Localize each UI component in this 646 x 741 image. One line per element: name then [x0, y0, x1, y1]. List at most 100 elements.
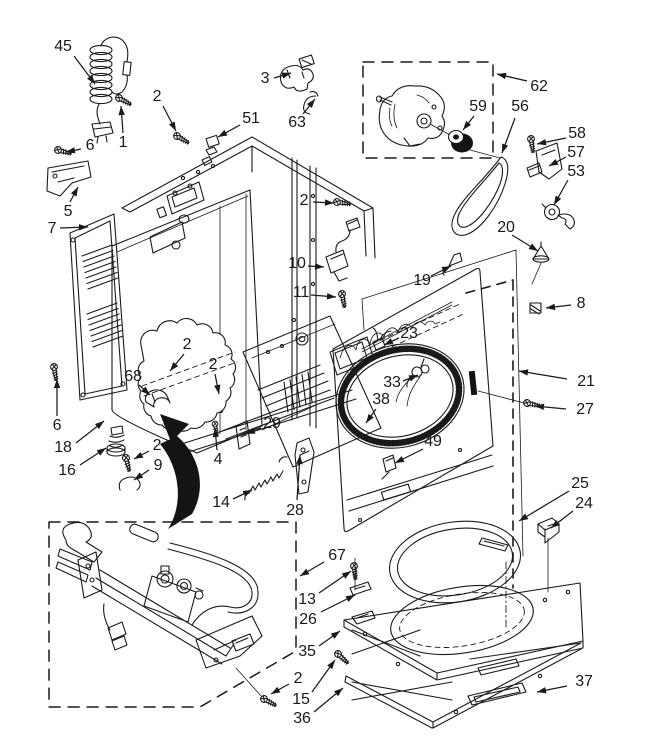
- callout-label: 14: [212, 494, 230, 511]
- callout-label: 8: [576, 295, 586, 312]
- callout-label: 2: [182, 336, 192, 353]
- leader-arrowhead: [169, 121, 176, 131]
- callout-label: 24: [575, 495, 593, 512]
- callout-label: 6: [52, 417, 62, 434]
- leader-arrowhead: [242, 490, 252, 497]
- callout-label: 18: [54, 439, 72, 456]
- leader-arrowhead: [330, 631, 340, 639]
- callout-label: 11: [292, 284, 310, 301]
- leader-arrowhead: [141, 386, 150, 395]
- leveling-foot-icon: [106, 425, 126, 457]
- callout-label: 62: [530, 78, 548, 95]
- callout-label: 10: [288, 255, 306, 272]
- leader-arrowhead: [408, 375, 418, 382]
- callout-label: 19: [413, 272, 431, 289]
- hose-clip-icon: [118, 476, 141, 491]
- callout-label: 4: [213, 451, 223, 468]
- leader-arrowhead: [327, 660, 335, 670]
- callout-label: 2: [293, 670, 303, 687]
- leader-arrowhead: [66, 147, 76, 154]
- callout-label: 37: [575, 673, 593, 690]
- callout-label: 15: [292, 691, 310, 708]
- leader-arrowhead: [528, 243, 538, 251]
- leader-arrowhead: [96, 448, 106, 456]
- door-switch-icon: [325, 217, 361, 282]
- cutaway-cloud: [137, 317, 238, 432]
- callout-label: 29: [263, 415, 281, 432]
- callout-label: 9: [153, 457, 163, 474]
- leader-arrowhead: [497, 72, 507, 80]
- motor-assembly-icon: [362, 61, 501, 159]
- leader-arrowhead: [463, 120, 472, 130]
- leader-arrowhead: [246, 427, 256, 434]
- leader-arrowhead: [537, 687, 547, 694]
- callout-label: 13: [298, 591, 316, 608]
- leader-arrowhead: [118, 106, 125, 116]
- sweep-arrow-icon: [160, 414, 200, 529]
- leader-arrowhead: [271, 686, 281, 694]
- callout-label: 16: [58, 462, 76, 479]
- leader-arrowhead: [345, 595, 355, 602]
- leader-arrowhead: [384, 338, 394, 345]
- callout-label: 38: [372, 391, 390, 408]
- callout-label: 63: [288, 114, 306, 131]
- leader-arrowhead: [395, 456, 405, 463]
- callout-label: 59: [469, 98, 487, 115]
- leader-arrowhead: [519, 369, 529, 376]
- callout-label: 33: [383, 374, 401, 391]
- leader-line: [518, 490, 570, 522]
- leader-arrowhead: [170, 362, 179, 371]
- leader-arrowhead: [134, 472, 144, 480]
- callout-label: 67: [328, 547, 346, 564]
- callout-label: 68: [124, 368, 142, 385]
- leader-arrowhead: [296, 455, 303, 465]
- clip-icon: [529, 302, 542, 315]
- callout-label: 26: [299, 611, 317, 628]
- leader-arrowhead: [314, 263, 324, 270]
- callout-label: 7: [47, 220, 57, 237]
- callout-label: 36: [293, 710, 311, 727]
- leader-arrowhead: [218, 129, 228, 137]
- leader-arrowhead: [300, 568, 310, 576]
- callout-label: 57: [567, 144, 585, 161]
- callout-label: 58: [568, 125, 586, 142]
- leader-arrowhead: [53, 379, 61, 388]
- callout-label: 51: [242, 110, 260, 127]
- callout-label: 2: [208, 356, 218, 373]
- leader-arrowhead: [94, 421, 104, 430]
- leader-arrowhead: [326, 293, 336, 300]
- leader-arrowhead: [537, 139, 547, 146]
- leader-arrowhead: [519, 513, 529, 521]
- callout-label: 2: [152, 88, 162, 105]
- leader-arrowhead: [212, 428, 220, 438]
- burner-assembly-icon: [48, 521, 297, 708]
- leader-arrowhead: [549, 158, 559, 166]
- leader-arrowhead: [70, 187, 78, 197]
- callout-label: 21: [577, 373, 595, 390]
- callout-label: 53: [567, 163, 585, 180]
- leader-arrowhead: [546, 303, 556, 311]
- leader-arrowhead: [87, 74, 95, 84]
- leader-arrowhead: [554, 195, 562, 205]
- wire-icon: [303, 90, 319, 115]
- leader-arrowhead: [535, 403, 545, 411]
- leader-arrowhead: [281, 72, 291, 79]
- callout-label: 5: [63, 203, 73, 220]
- callout-label: 27: [576, 401, 594, 418]
- leader-arrowhead: [441, 266, 451, 273]
- callout-label: 3: [260, 70, 270, 87]
- leader-arrowhead: [502, 143, 509, 153]
- callout-label: 20: [497, 219, 515, 236]
- leader-arrowhead: [214, 384, 221, 394]
- callout-label: 56: [511, 98, 529, 115]
- cord-clip-icon: [205, 134, 220, 156]
- callout-label: 1: [118, 134, 128, 151]
- leader-arrowhead: [134, 451, 144, 459]
- belt-icon: [451, 156, 509, 236]
- leader-arrowhead: [341, 571, 351, 579]
- leader-arrowhead: [78, 224, 88, 231]
- idler-bracket-icon: [294, 437, 315, 495]
- leader-arrowhead: [366, 413, 374, 423]
